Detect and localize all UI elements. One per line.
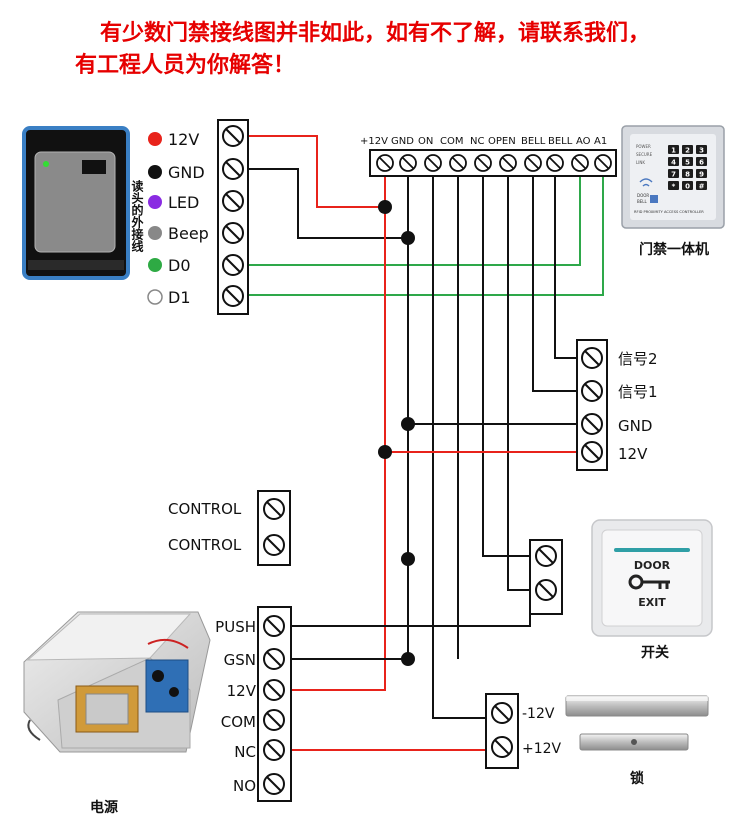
keypad-status-text: LINK <box>636 160 645 165</box>
controller-terminal-label: NC <box>470 136 484 147</box>
power-supply-image <box>23 611 211 753</box>
bell-terminal-label: 信号2 <box>618 350 658 368</box>
lock-caption: 锁 <box>630 770 644 787</box>
card-reader-image <box>22 126 130 280</box>
power-terminal-label: NC <box>234 743 256 761</box>
controller-terminal-label: BELL <box>548 136 573 147</box>
lock-terminal-label: +12V <box>522 741 562 757</box>
reader-terminal-label: LED <box>168 193 199 212</box>
wire-bell-1 <box>532 166 592 392</box>
keypad-door-text: DOOR <box>637 193 649 198</box>
wire-reader-12v <box>234 135 385 208</box>
power-terminal-label: PUSH <box>215 618 256 636</box>
power-terminal-label: 12V <box>227 682 257 700</box>
wire-reader-d0 <box>234 166 581 266</box>
keypad-key: 5 <box>685 159 690 167</box>
keypad-status-text: POWER <box>636 144 651 149</box>
power-terminal-label: COM <box>221 713 256 731</box>
wire-open <box>507 166 546 591</box>
keypad-key: 4 <box>671 159 676 167</box>
bell-terminal-label: GND <box>618 417 652 435</box>
reader-side-label: 读头的外接线 <box>130 179 144 253</box>
keypad-key: 1 <box>671 147 676 155</box>
power-terminal-block <box>257 606 292 802</box>
bell-terminal-block <box>576 339 608 471</box>
reader-terminal-block <box>217 119 249 315</box>
wire-push <box>275 556 531 627</box>
junction-dot <box>401 652 415 666</box>
junction-dot <box>378 445 392 459</box>
keypad-bottom-text: RFID PROXIMITY ACCESS CONTROLLER <box>634 210 704 214</box>
keypad-key: 9 <box>699 171 704 179</box>
reader-terminal-label: GND <box>168 163 205 182</box>
keypad-key: 3 <box>699 147 704 155</box>
wire-bus-gnd <box>275 166 409 660</box>
controller-terminal-label: OPEN <box>488 136 516 147</box>
dot-gnd <box>148 165 162 179</box>
exit-button-line2: EXIT <box>638 596 666 609</box>
dot-12v <box>148 132 162 146</box>
magnetic-lock-image <box>565 695 709 751</box>
wire-bus-12v <box>275 166 386 691</box>
wire-bell-2 <box>554 166 592 359</box>
keypad-key: 8 <box>685 171 690 179</box>
lock-terminal-label: -12V <box>522 706 555 722</box>
controller-terminal-label: GND <box>391 136 414 147</box>
wire-nc <box>482 166 546 557</box>
reader-terminal-label: D0 <box>168 256 191 275</box>
keypad-status-text: SECURE <box>636 152 653 157</box>
bell-terminal-label: 信号1 <box>618 383 658 401</box>
keypad-key: 0 <box>685 183 690 191</box>
controller-terminal-label: AO <box>576 136 591 147</box>
lock-terminal-block <box>485 693 519 769</box>
reader-terminal-label: Beep <box>168 224 209 243</box>
bell-terminal-label: 12V <box>618 445 648 463</box>
exit-button-caption: 开关 <box>641 644 669 661</box>
controller-terminal-label: ON <box>418 136 433 147</box>
exit-terminal-block <box>529 539 563 615</box>
power-terminal-label: GSN <box>224 651 256 669</box>
reader-terminal-label: D1 <box>168 288 191 307</box>
controller-terminal-label: COM <box>440 136 463 147</box>
keypad-key: 7 <box>671 171 676 179</box>
key-icon <box>628 574 670 590</box>
header-line-1: 有少数门禁接线图并非如此，如有不了解，请联系我们， <box>99 21 650 46</box>
keypad-key: * <box>672 183 676 191</box>
dot-led <box>148 195 162 209</box>
junction-dot <box>378 200 392 214</box>
exit-button-image: DOOR EXIT <box>591 519 713 637</box>
controller-terminal-label: +12V <box>360 136 388 147</box>
keypad-bell-text: BELL <box>637 199 648 204</box>
power-terminal-label: NO <box>233 777 256 795</box>
control-terminal-label: CONTROL <box>168 536 242 554</box>
controller-terminal-label: BELL <box>521 136 546 147</box>
exit-button-line1: DOOR <box>634 559 671 572</box>
reader-terminal-label: 12V <box>168 130 199 149</box>
junction-dot <box>401 231 415 245</box>
junction-dot <box>401 417 415 431</box>
dot-d1 <box>147 289 163 305</box>
controller-caption: 门禁一体机 <box>639 241 709 258</box>
control-terminal-block <box>257 490 291 566</box>
keypad-key: 6 <box>699 159 704 167</box>
keypad-key: 2 <box>685 147 690 155</box>
header-line-2: 有工程人员为你解答！ <box>75 53 296 78</box>
access-controller-image: POWER SECURE LINK 1 2 3 4 5 6 7 8 9 * 0 … <box>621 125 725 229</box>
control-terminal-label: CONTROL <box>168 500 242 518</box>
power-supply-caption: 电源 <box>90 799 118 816</box>
dot-d0 <box>148 258 162 272</box>
junction-dot <box>401 552 415 566</box>
keypad-key: # <box>699 183 705 191</box>
wire-reader-d1 <box>234 166 604 296</box>
wire-on-lock <box>432 166 500 719</box>
controller-terminal-strip <box>369 149 617 177</box>
controller-terminal-label: A1 <box>594 136 607 147</box>
dot-beep <box>148 226 162 240</box>
wire-reader-gnd <box>234 168 408 239</box>
